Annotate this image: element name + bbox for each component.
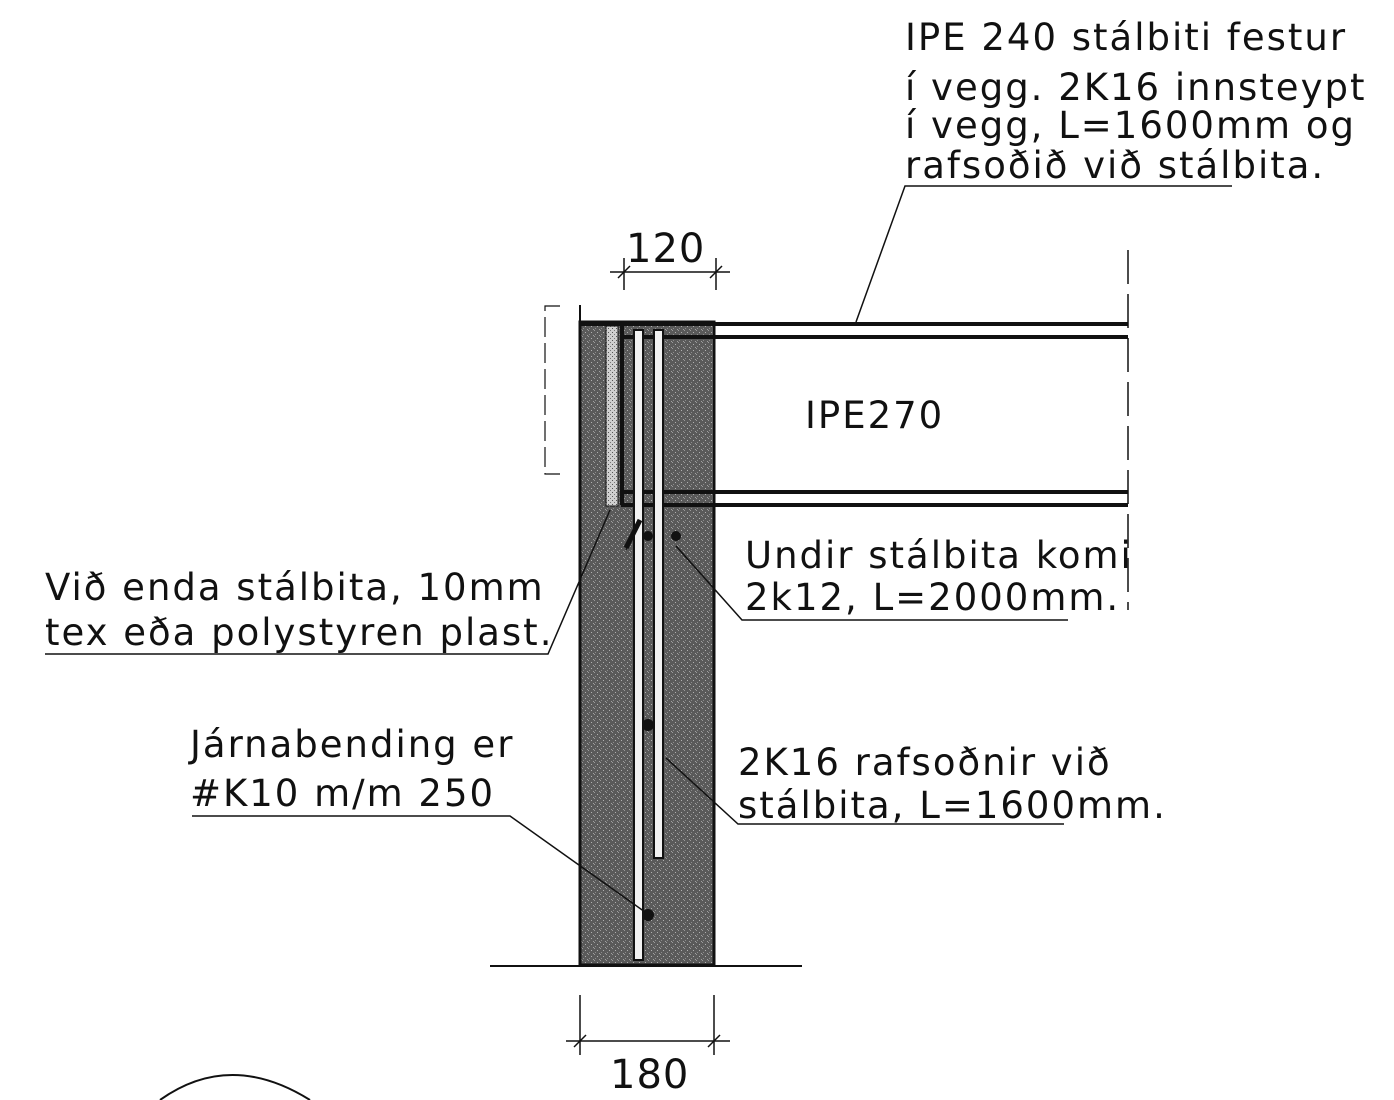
rebar-dot-1 xyxy=(643,531,653,541)
weld-note-line1: 2K16 rafsoðnir við xyxy=(738,741,1112,784)
under-note-line2: 2k12, L=2000mm. xyxy=(745,576,1120,619)
weld-note-line2: stálbita, L=1600mm. xyxy=(738,784,1167,827)
leader-end-note xyxy=(45,509,611,655)
under-note-line1: Undir stálbita komi xyxy=(745,534,1133,577)
end-note-line1: Við enda stálbita, 10mm xyxy=(45,566,545,609)
leader-rebar-note xyxy=(192,815,646,913)
leader-weld-note xyxy=(665,757,1064,825)
insulation-strip xyxy=(605,325,619,507)
rebar-dot-2 xyxy=(671,531,681,541)
dimension-top-value: 120 xyxy=(626,226,705,272)
beam-note-line2: í vegg. 2K16 innsteypt xyxy=(905,66,1366,109)
wall-recess-outline xyxy=(544,305,560,475)
end-note-line2: tex eða polystyren plast. xyxy=(45,611,553,654)
beam-note-line1: IPE 240 stálbiti festur xyxy=(905,16,1347,59)
rebar-hook-outline xyxy=(625,519,641,551)
dimension-bottom-value: 180 xyxy=(610,1052,689,1098)
dimension-bottom: 180 xyxy=(566,995,730,1098)
rebar-2k16-right xyxy=(653,329,664,859)
dimension-top: 120 xyxy=(610,226,730,290)
rebar-note-line2: #K10 m/m 250 xyxy=(190,772,495,815)
beam-note-line3: í vegg, L=1600mm og xyxy=(905,104,1356,147)
section-callout-circle xyxy=(159,1074,311,1100)
rebar-dot-3 xyxy=(642,719,654,731)
leader-under-note xyxy=(675,545,1068,621)
beam-profile-label: IPE270 xyxy=(805,394,944,437)
beam-note-line4: rafsoðið við stálbita. xyxy=(905,144,1325,187)
rebar-note-line1: Járnabending er xyxy=(188,723,514,766)
leader-beam-note xyxy=(855,185,1232,323)
rebar-2k16-left xyxy=(633,329,644,961)
